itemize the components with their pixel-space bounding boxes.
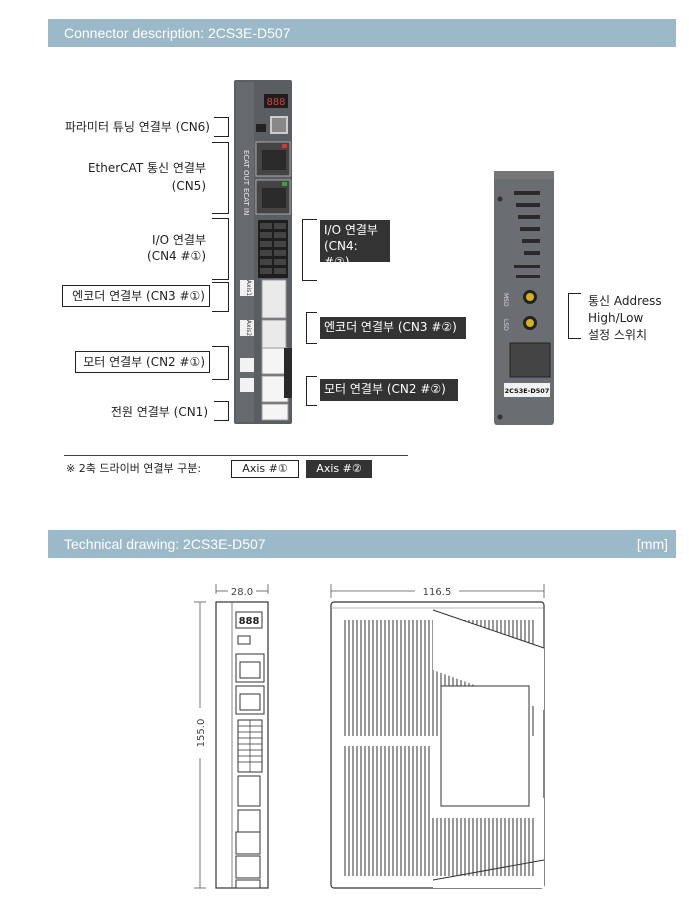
ecat-out-label: ECAT OUT xyxy=(242,150,250,186)
bracket-cn1 xyxy=(214,401,229,421)
bracket-cn5 xyxy=(212,142,229,214)
label-cn4-1-line1: I/O 연결부 xyxy=(152,233,206,247)
section-header-connector: Connector description: 2CS3E-D507 xyxy=(48,19,676,47)
label-cn4-2-line1: I/O 연결부 xyxy=(324,223,378,237)
bracket-cn2-2 xyxy=(306,376,317,406)
drawing-front-view: 28.0 155.0 888 xyxy=(194,584,269,889)
section-title: Technical drawing: 2CS3E-D507 xyxy=(64,536,266,552)
label-cn5-line2: (CN5) xyxy=(171,179,206,193)
label-cn4-1-line2: (CN4 #①) xyxy=(147,249,206,263)
dim-depth: 116.5 xyxy=(423,587,452,598)
unit-label: [mm] xyxy=(636,536,668,552)
label-cn3-1: 엔코더 연결부 (CN3 #①) xyxy=(62,285,210,307)
seven-seg-display: 888 xyxy=(266,97,285,108)
bracket-cn2-1 xyxy=(212,346,229,380)
label-cn2-2: 모터 연결부 (CN2 #②) xyxy=(320,379,458,401)
label-address-line3: 설정 스위치 xyxy=(588,328,648,342)
label-cn4-2: I/O 연결부 (CN4: #②) xyxy=(320,220,390,269)
bracket-cn6 xyxy=(214,117,229,137)
section-title: Connector description: 2CS3E-D507 xyxy=(64,25,291,41)
drawing-display: 888 xyxy=(239,616,260,627)
drawing-side-view: 116.5 xyxy=(330,584,545,889)
msd-label: MSD xyxy=(502,293,509,307)
legend-divider xyxy=(64,455,408,456)
section-header-drawing: Technical drawing: 2CS3E-D507 [mm] xyxy=(48,530,676,558)
label-cn3-2: 엔코더 연결부 (CN3 #②) xyxy=(320,317,466,339)
legend-axis1: Axis #① xyxy=(231,460,299,478)
label-cn2-1: 모터 연결부 (CN2 #①) xyxy=(75,351,210,373)
label-address-line1: 통신 Address xyxy=(588,294,662,308)
ecat-in-label: ECAT IN xyxy=(242,188,250,215)
lsd-label: LSD xyxy=(502,319,509,331)
axis1-tag: Axis1 xyxy=(245,280,252,296)
bracket-cn3-1 xyxy=(212,282,229,312)
label-cn1: 전원 연결부 (CN1) xyxy=(110,405,208,419)
device-front-view: 888 ECAT OUT ECAT IN Axis1 Axis2 xyxy=(234,80,292,424)
axis2-tag: Axis2 xyxy=(245,320,252,336)
label-cn6: 파라미터 튜닝 연결부 (CN6) xyxy=(64,120,210,134)
legend-axis2: Axis #② xyxy=(306,460,372,478)
bracket-cn4-2 xyxy=(302,219,317,281)
legend-note: ※ 2축 드라이버 연결부 구분: xyxy=(66,462,202,475)
dim-height: 155.0 xyxy=(196,719,207,748)
label-cn5-line1: EtherCAT 통신 연결부 xyxy=(87,161,206,175)
bracket-cn3-2 xyxy=(306,312,317,344)
bracket-cn4-1 xyxy=(212,218,229,280)
label-cn4-2-line2: (CN4: #②) xyxy=(324,239,358,269)
bracket-address-switch xyxy=(568,293,581,339)
device-side-view: MSD LSD 2CS3E-D507 xyxy=(494,171,554,425)
side-model-label: 2CS3E-D507 xyxy=(505,387,550,395)
dim-width: 28.0 xyxy=(231,587,253,598)
label-address-line2: High/Low xyxy=(588,311,644,325)
